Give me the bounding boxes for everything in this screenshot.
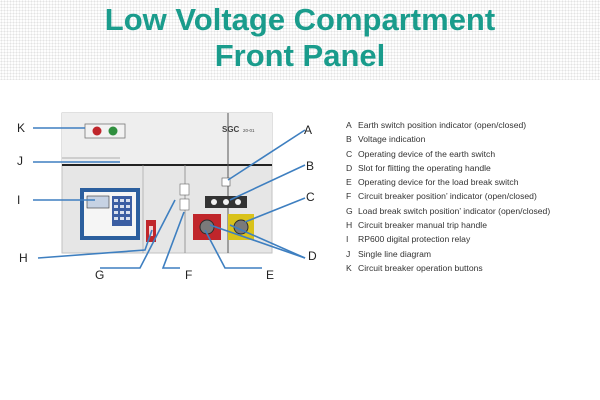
callout-line-a: [227, 129, 306, 181]
legend-item-c: C Operating device of the earth switch: [346, 147, 550, 161]
panel-top-section: [62, 113, 272, 165]
callout-h: H: [19, 251, 28, 265]
earth-switch-position-indicator: [221, 177, 231, 187]
relay-keys: [114, 199, 130, 220]
legend-text: Circuit breaker position’ indicator (ope…: [358, 191, 537, 202]
callout-line-e: [204, 229, 262, 269]
legend-key: D: [346, 162, 353, 173]
legend-item-j: J Single line diagram: [346, 247, 550, 261]
callout-lines: [33, 127, 306, 269]
voltage-lamp-2: [223, 199, 229, 205]
panel-code: 20-01: [243, 128, 255, 133]
relay-display: [86, 195, 110, 209]
callout-b: B: [306, 159, 315, 173]
callout-g: G: [95, 268, 105, 282]
title-line-2: Front Panel: [214, 38, 386, 73]
legend-item-e: E Operating device for the load break swi…: [346, 175, 550, 189]
title-line-1: Low Voltage Compartment: [104, 2, 496, 37]
legend-item-b: B Voltage indication: [346, 132, 550, 146]
callout-e: E: [266, 268, 275, 282]
callout-f: F: [185, 268, 193, 282]
legend-text: RP600 digital protection relay: [358, 234, 471, 245]
legend-text: Slot for flitting the operating handle: [358, 162, 491, 173]
legend-item-k: K Circuit breaker operation buttons: [346, 261, 550, 275]
panel-logo: SGC: [222, 125, 240, 134]
legend-item-d: D Slot for flitting the operating handle: [346, 161, 550, 175]
legend-key: C: [346, 148, 353, 159]
legend-key: I: [346, 234, 349, 245]
callout-line-c: [244, 197, 306, 223]
legend-list: A Earth switch position indicator (open/c…: [346, 118, 550, 275]
callout-i: I: [17, 193, 21, 207]
legend-key: B: [346, 134, 352, 145]
legend-item-f: F Circuit breaker position’ indicator (op…: [346, 189, 550, 203]
legend-item-h: H Circuit breaker manual trip handle: [346, 218, 550, 232]
legend-text: Voltage indication: [358, 134, 426, 145]
callout-line-h: [37, 229, 153, 259]
breaker-close-button[interactable]: [92, 126, 102, 136]
callout-d: D: [308, 249, 317, 263]
legend-item-i: I RP600 digital protection relay: [346, 232, 550, 246]
legend-key: A: [346, 120, 352, 130]
callout-k: K: [17, 121, 26, 135]
legend-key: F: [346, 191, 352, 202]
callout-line-b: [229, 164, 306, 201]
legend-text: Single line diagram: [358, 248, 432, 259]
legend-key: H: [346, 220, 353, 231]
legend-key: E: [346, 177, 352, 188]
callout-line-f: [161, 211, 185, 269]
legend-text: Operating device for the load break swit…: [358, 177, 519, 188]
legend-item-g: G Load break switch position’ indicator (…: [346, 204, 550, 218]
breaker-buttons-housing: [84, 123, 126, 139]
callout-line-d-2: [209, 224, 306, 259]
legend-key: J: [346, 248, 351, 259]
callout-c: C: [306, 190, 315, 204]
title-band: [0, 0, 600, 80]
legend-text: Load break switch position’ indicator (o…: [358, 205, 551, 216]
load-break-operating-socket[interactable]: [199, 219, 215, 235]
legend-key: G: [346, 205, 353, 216]
legend-item-a: A Earth switch position indicator (open/c…: [346, 118, 550, 132]
callout-line-g: [100, 199, 176, 269]
legend-key: K: [346, 262, 352, 273]
legend-text: Operating device of the earth switch: [358, 148, 496, 159]
callout-a: A: [304, 123, 313, 137]
legend-text: Circuit breaker operation buttons: [358, 262, 483, 273]
legend-text: Earth switch position indicator (open/cl…: [358, 120, 527, 130]
page-title: Low Voltage Compartment Front Panel: [0, 2, 600, 74]
legend-text: Circuit breaker manual trip handle: [358, 220, 487, 231]
voltage-lamp-3: [235, 199, 241, 205]
callout-j: J: [17, 154, 23, 168]
voltage-lamp-1: [211, 199, 217, 205]
callout-line-d: [229, 224, 306, 259]
breaker-position-indicator: [179, 198, 190, 211]
breaker-open-button[interactable]: [108, 126, 118, 136]
load-break-position-indicator: [179, 183, 190, 196]
